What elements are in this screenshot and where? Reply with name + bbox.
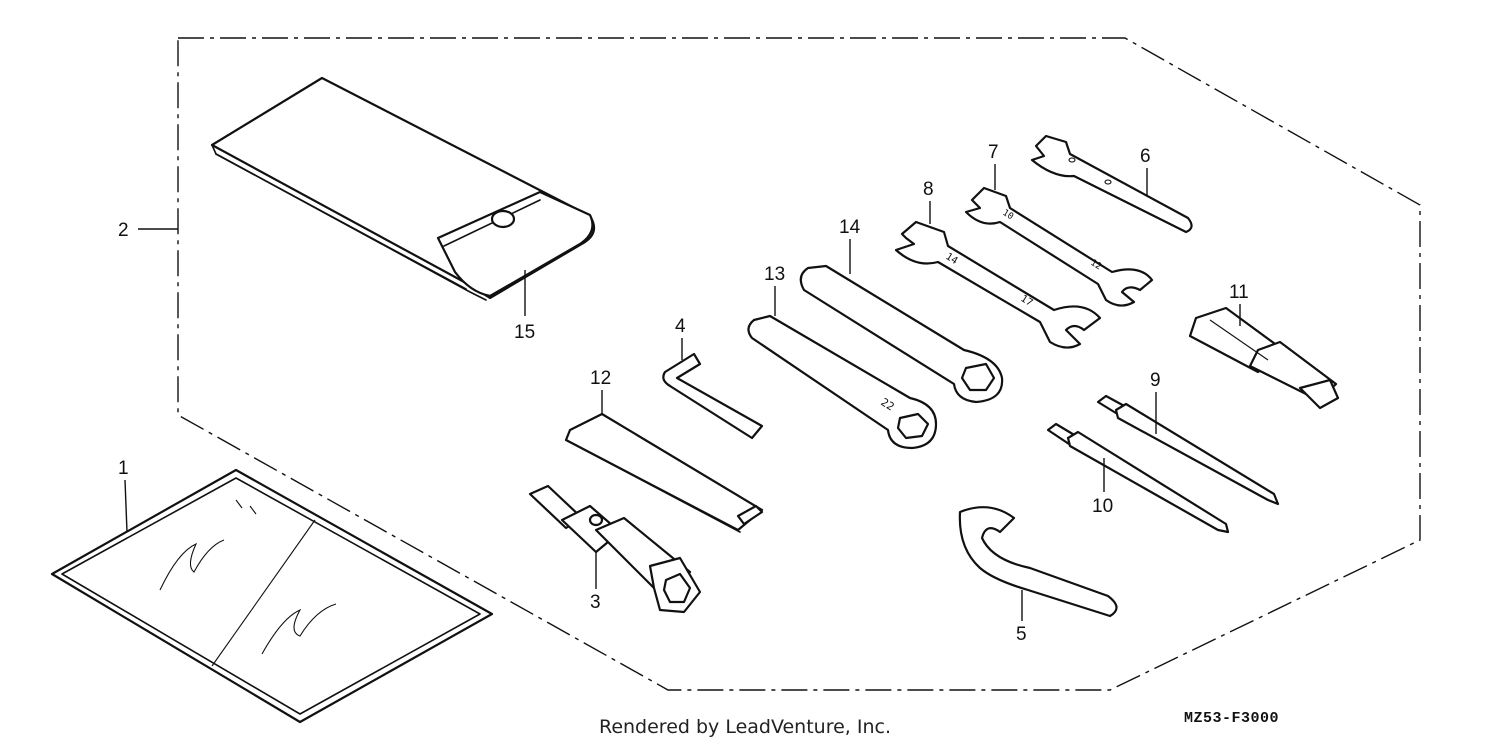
callout-2: 2 xyxy=(118,220,178,241)
tool-bag-icon[interactable] xyxy=(210,76,596,301)
flat-screwdriver-icon[interactable] xyxy=(1046,422,1230,534)
callout-3: 3 xyxy=(590,552,601,613)
hex-key-icon[interactable] xyxy=(662,352,764,440)
screwdriver-handle-icon[interactable] xyxy=(1188,306,1340,410)
svg-text:5: 5 xyxy=(1016,624,1027,645)
open-end-wrench-icon[interactable] xyxy=(1030,134,1193,234)
svg-text:10: 10 xyxy=(1000,208,1014,222)
svg-text:6: 6 xyxy=(1140,146,1151,167)
svg-text:14: 14 xyxy=(943,251,959,267)
pin-spanner-icon[interactable] xyxy=(958,506,1118,618)
svg-text:7: 7 xyxy=(988,142,999,163)
open-end-wrench-icon[interactable]: 14 17 xyxy=(894,220,1102,349)
svg-text:4: 4 xyxy=(675,316,686,337)
svg-text:8: 8 xyxy=(923,179,934,200)
spark-plug-wrench-icon[interactable] xyxy=(528,484,702,614)
svg-text:14: 14 xyxy=(839,217,861,238)
svg-text:15: 15 xyxy=(514,322,535,343)
svg-text:2: 2 xyxy=(118,220,129,241)
callout-9: 9 xyxy=(1150,370,1161,434)
svg-text:11: 11 xyxy=(1229,282,1249,303)
callout-1: 1 xyxy=(118,458,129,533)
phillips-screwdriver-icon[interactable] xyxy=(1096,394,1280,506)
callout-10: 10 xyxy=(1092,458,1113,517)
svg-text:17: 17 xyxy=(1018,293,1034,309)
callout-6: 6 xyxy=(1140,146,1151,196)
svg-text:10: 10 xyxy=(1092,496,1113,517)
box-wrench-icon[interactable] xyxy=(799,264,1004,404)
diagram-code: MZ53-F3000 xyxy=(1184,710,1279,727)
callout-12: 12 xyxy=(590,368,611,414)
callout-11: 11 xyxy=(1229,282,1249,326)
footer-credit: Rendered by LeadVenture, Inc. xyxy=(0,716,1500,738)
callout-5: 5 xyxy=(1016,590,1027,645)
extension-bar-icon[interactable] xyxy=(564,412,764,533)
manual-bag-icon[interactable] xyxy=(50,468,494,724)
svg-text:12: 12 xyxy=(590,368,611,389)
svg-text:9: 9 xyxy=(1150,370,1161,391)
svg-text:13: 13 xyxy=(764,264,785,285)
svg-text:1: 1 xyxy=(118,458,129,479)
kit-boundary xyxy=(177,37,1421,691)
callout-15: 15 xyxy=(514,270,535,343)
svg-text:3: 3 xyxy=(590,592,601,613)
callout-7: 7 xyxy=(988,142,999,190)
callout-13: 13 xyxy=(764,264,785,316)
callout-8: 8 xyxy=(923,179,934,224)
callout-14: 14 xyxy=(839,217,861,274)
footer-text: Rendered by LeadVenture, Inc. xyxy=(598,716,892,738)
svg-text:22: 22 xyxy=(878,396,896,414)
box-wrench-icon[interactable]: 22 xyxy=(747,314,938,450)
callout-4: 4 xyxy=(675,316,686,360)
svg-text:12: 12 xyxy=(1088,258,1102,272)
open-end-wrench-icon[interactable]: 10 12 xyxy=(964,186,1154,307)
